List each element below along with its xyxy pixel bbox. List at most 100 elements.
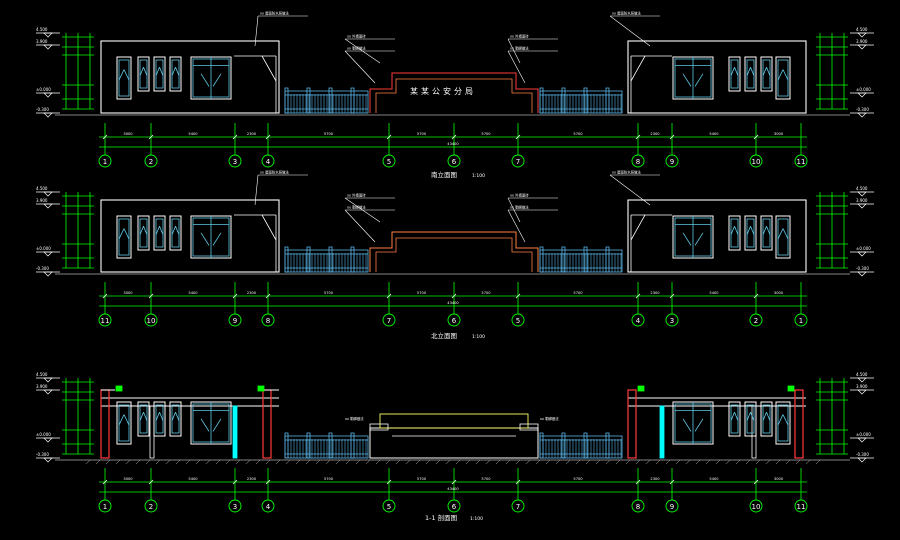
canopy-slope (630, 55, 646, 82)
window-glass (171, 404, 180, 434)
dimension-tick (515, 479, 521, 485)
window-glass (762, 218, 771, 248)
dimension-tick (753, 293, 759, 299)
window-frame (775, 215, 791, 259)
window-frame (744, 401, 757, 437)
window-glass (746, 404, 755, 434)
fence-post (306, 87, 311, 114)
window-pattern-line (734, 412, 739, 421)
window-frame (728, 401, 741, 437)
window-pattern-line (750, 226, 755, 235)
axis-bubble (749, 499, 763, 513)
ground-hatch (595, 459, 601, 465)
window-pattern-line (143, 67, 148, 76)
fence-post (539, 246, 544, 273)
axis-label: 6 (452, 158, 457, 166)
ground-hatch (695, 459, 701, 465)
axis-bubble (447, 499, 461, 513)
left-pavilion-outline (100, 199, 280, 273)
column-section (659, 405, 665, 459)
axis-bubble (794, 313, 808, 327)
ground-hatch (295, 459, 301, 465)
window-pattern-line (746, 412, 751, 421)
axis-label: 10 (752, 158, 761, 166)
window-pattern-line (143, 412, 148, 421)
window-pattern-line (782, 414, 789, 426)
window-pattern-line (734, 226, 739, 235)
window-glass (730, 404, 739, 434)
ground-hatch (755, 459, 761, 465)
dimension-tick (635, 134, 641, 140)
fence-post (605, 432, 610, 459)
window-frame (137, 215, 150, 251)
axis-label: 8 (266, 317, 270, 325)
storefront-pattern-line (682, 232, 692, 246)
callout-text: xx 屋面防水层做法 (612, 170, 641, 175)
axis-bubble (511, 499, 525, 513)
gate-cap (369, 423, 389, 431)
dimension-tick (753, 134, 759, 140)
dimension-value: 3000 (774, 477, 784, 481)
ground-hatch (805, 459, 811, 465)
axis-bubble (665, 313, 679, 327)
gate-inner-outline (375, 237, 533, 272)
axis-bubble (144, 313, 158, 327)
ground-hatch (115, 459, 121, 465)
level-value: ±0.000 (36, 246, 51, 251)
axis-label: 9 (670, 503, 674, 511)
ground-hatch (715, 459, 721, 465)
ground-hatch (335, 459, 341, 465)
ground-hatch (395, 459, 401, 465)
dimension-total: 43400 (447, 301, 459, 305)
dimension-tick (669, 479, 675, 485)
dimension-value: 2300 (650, 132, 660, 136)
ground-hatch (675, 459, 681, 465)
window-frame (775, 56, 791, 100)
axis-label: 3 (233, 503, 237, 511)
window-pattern-line (123, 69, 130, 81)
window-frame (116, 401, 132, 445)
window-pattern-line (175, 226, 180, 235)
parapet-marker (257, 385, 265, 392)
window-glass (171, 59, 180, 89)
gate-inner-outline (375, 78, 533, 113)
level-value: 4.500 (856, 186, 868, 191)
window-pattern-line (762, 67, 767, 76)
fence-post (306, 432, 311, 459)
window-frame (744, 56, 757, 92)
window-frame (775, 401, 791, 445)
callout-text: xx 屋面防水层做法 (260, 11, 289, 16)
dimension-tick (102, 479, 108, 485)
window-pattern-line (766, 67, 771, 76)
axis-label: 5 (387, 158, 391, 166)
window-pattern-line (750, 412, 755, 421)
dimension-value: 2300 (247, 132, 257, 136)
fence-post (284, 432, 289, 459)
ground-hatch (165, 459, 171, 465)
window-frame (153, 56, 166, 92)
axis-bubble (144, 499, 158, 513)
window-pattern-line (139, 67, 144, 76)
window-frame (153, 401, 166, 437)
fence-post (328, 432, 333, 459)
north-elevation-title: 北立面图 (431, 331, 457, 340)
window-frame (116, 56, 132, 100)
window-pattern-line (159, 226, 164, 235)
dimension-tick (451, 479, 457, 485)
fence-post (583, 432, 588, 459)
window-glass (746, 59, 755, 89)
dimension-value: 2300 (247, 291, 257, 295)
gate-outline (369, 231, 539, 272)
storefront-pattern-line (682, 73, 692, 87)
ground-hatch (735, 459, 741, 465)
parapet-marker (637, 385, 645, 392)
dimension-tick (265, 293, 271, 299)
level-value: ±0.000 (36, 87, 51, 92)
window-glass (777, 404, 789, 442)
level-value: ±0.000 (856, 87, 871, 92)
window-pattern-line (118, 228, 125, 240)
ground-hatch (265, 459, 271, 465)
axis-bubble (228, 499, 242, 513)
